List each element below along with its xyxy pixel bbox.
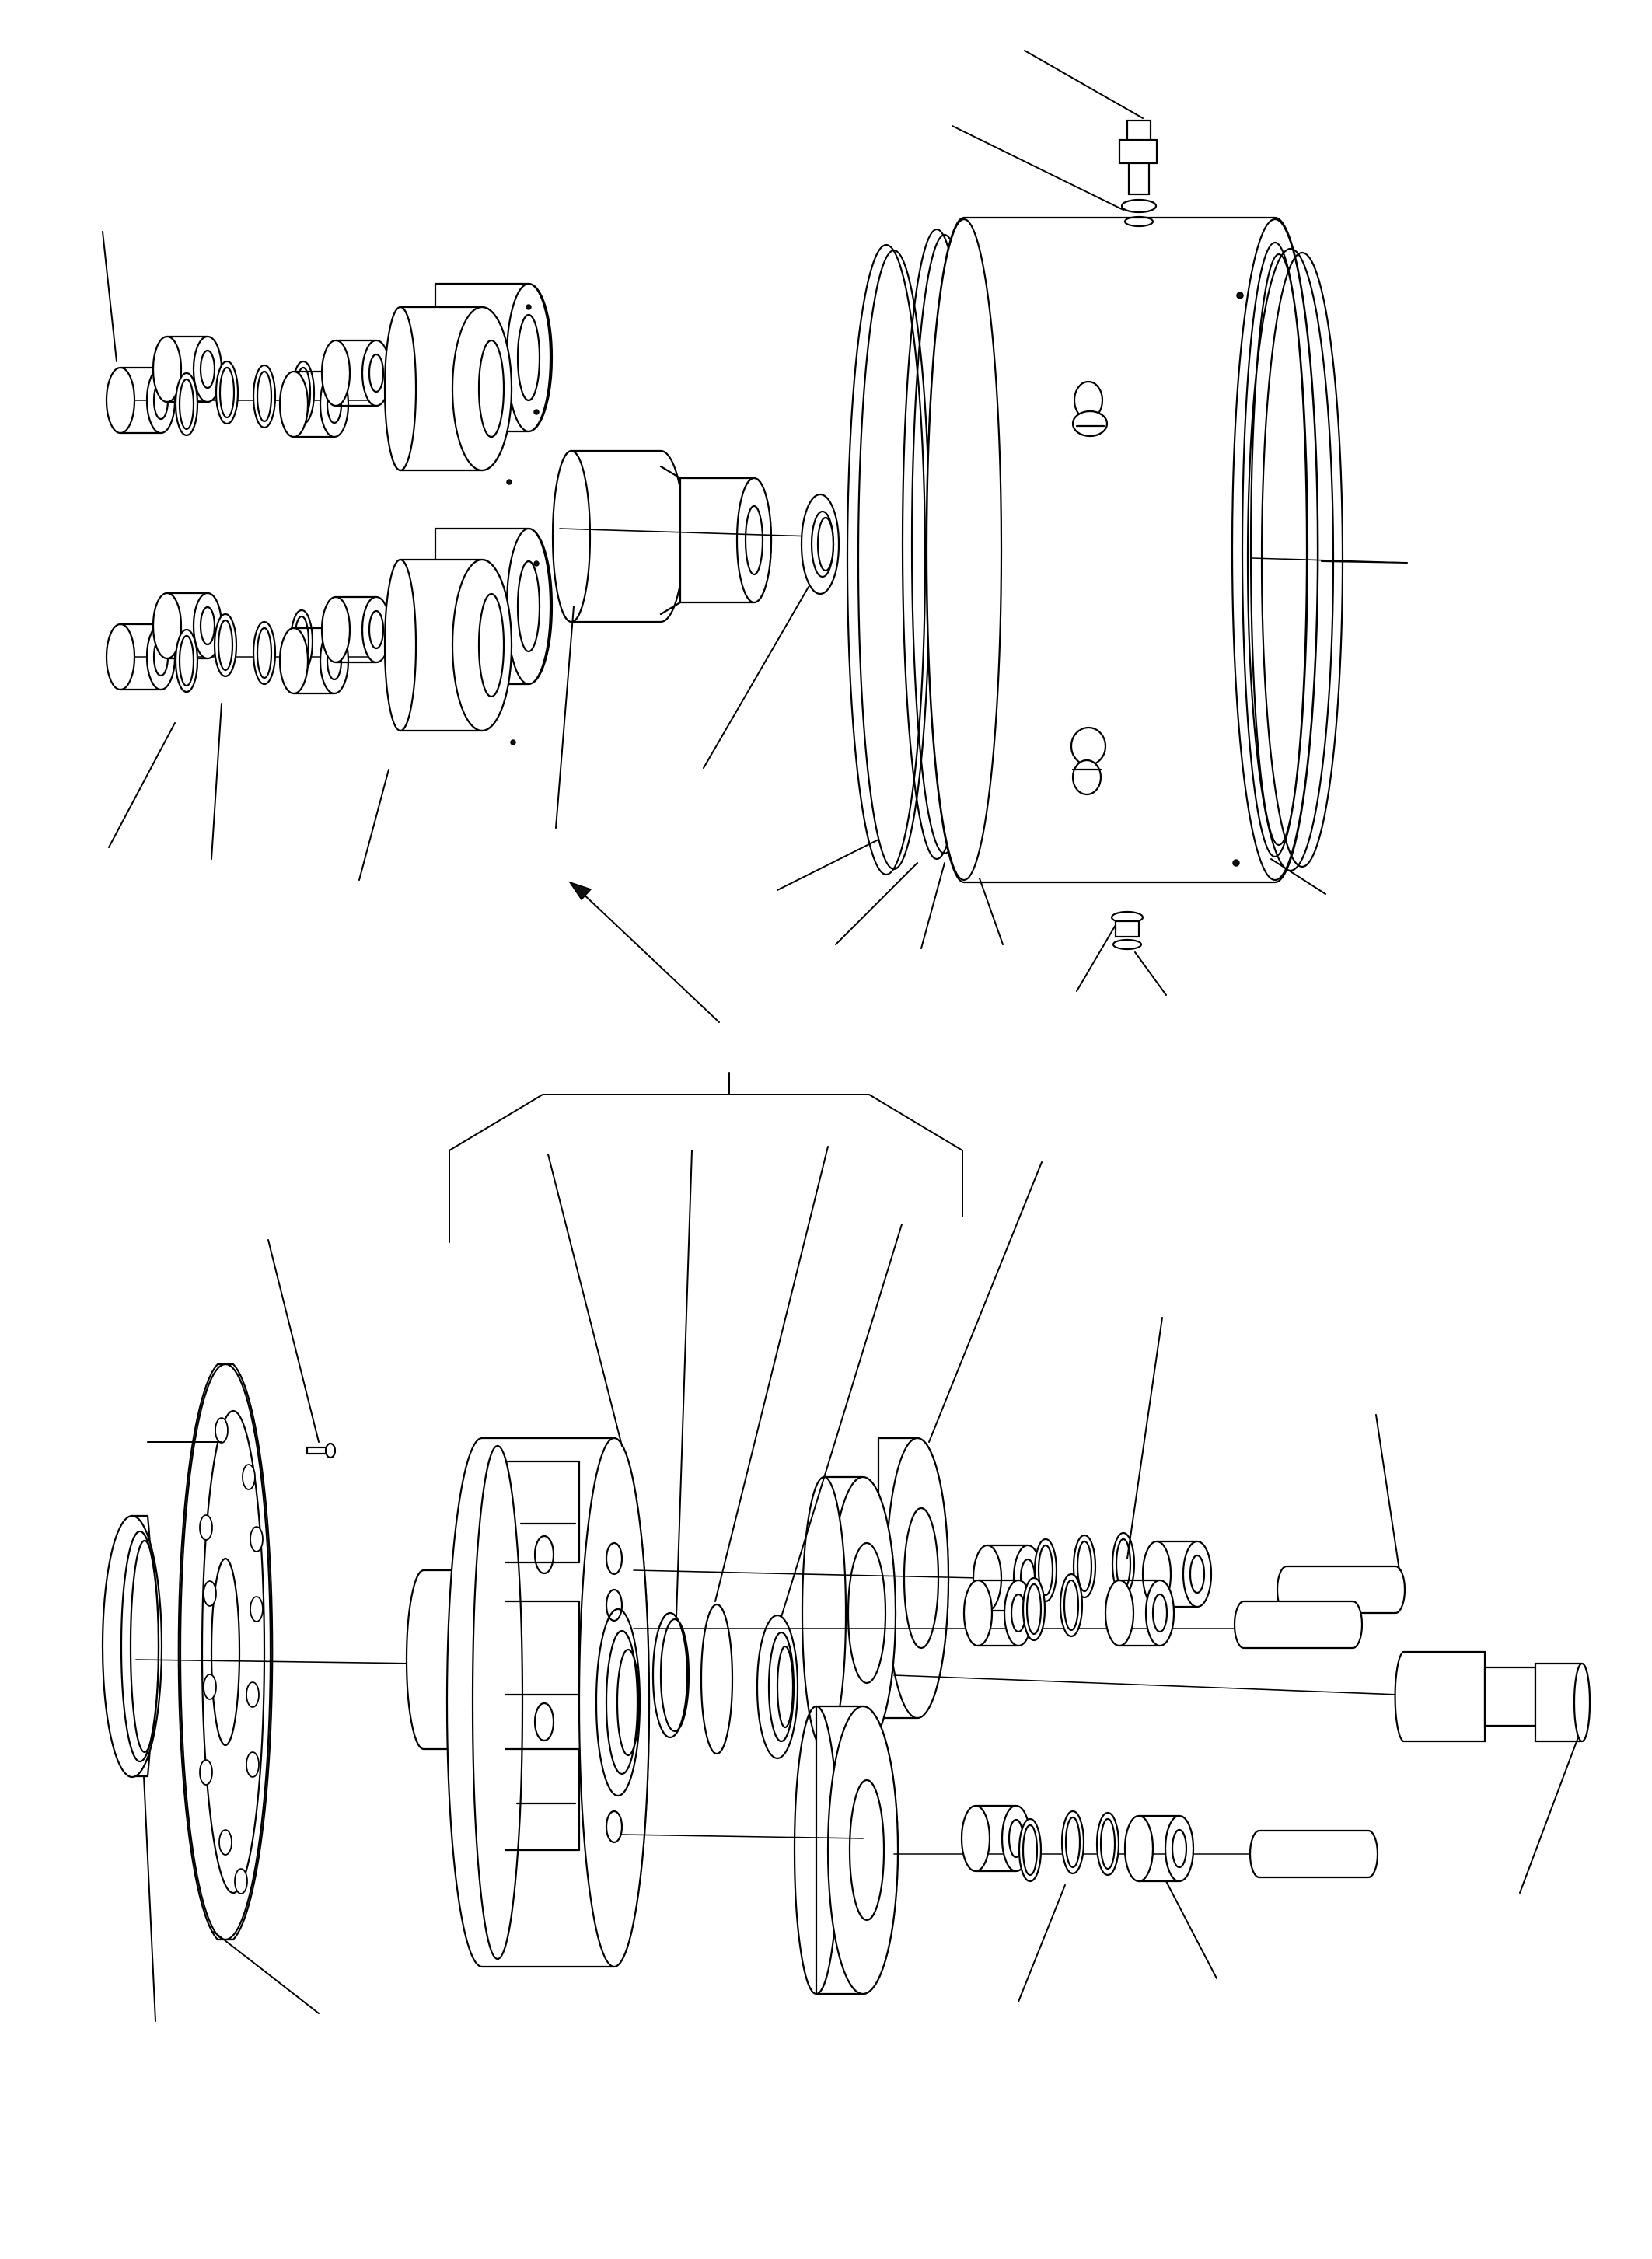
leader-lines-top [102, 50, 1408, 1023]
ring-gear-assembly [793, 1437, 950, 1995]
bearing-top [800, 493, 840, 595]
output-shaft [1394, 1650, 1591, 1743]
bearing-bottom [756, 1614, 799, 1760]
carrier-disc-lower [383, 527, 554, 745]
assembly-bracket [449, 1072, 963, 1243]
cover-plate [177, 1363, 274, 1941]
retaining-rings [651, 1603, 734, 1755]
breather-fitting [1118, 119, 1158, 228]
leader-lines-bottom [143, 1146, 1579, 2022]
planet-stack-right-lower [960, 1804, 1195, 1883]
planet-carrier [405, 1437, 651, 1968]
cap-screw [306, 1442, 337, 1459]
gear-housing [846, 216, 1408, 884]
pin-lines [621, 1569, 1400, 1855]
planet-gear-pack-lower [105, 527, 554, 745]
drain-plug [1110, 910, 1144, 951]
planet-gear-pack-upper [105, 282, 554, 485]
input-shaft-top [551, 449, 813, 623]
plug-upper [1071, 380, 1109, 438]
plug-lower [1070, 726, 1107, 796]
oil-seal [101, 1514, 163, 1779]
planet-pins [1233, 1565, 1406, 1879]
carrier-disc-upper [383, 282, 554, 485]
